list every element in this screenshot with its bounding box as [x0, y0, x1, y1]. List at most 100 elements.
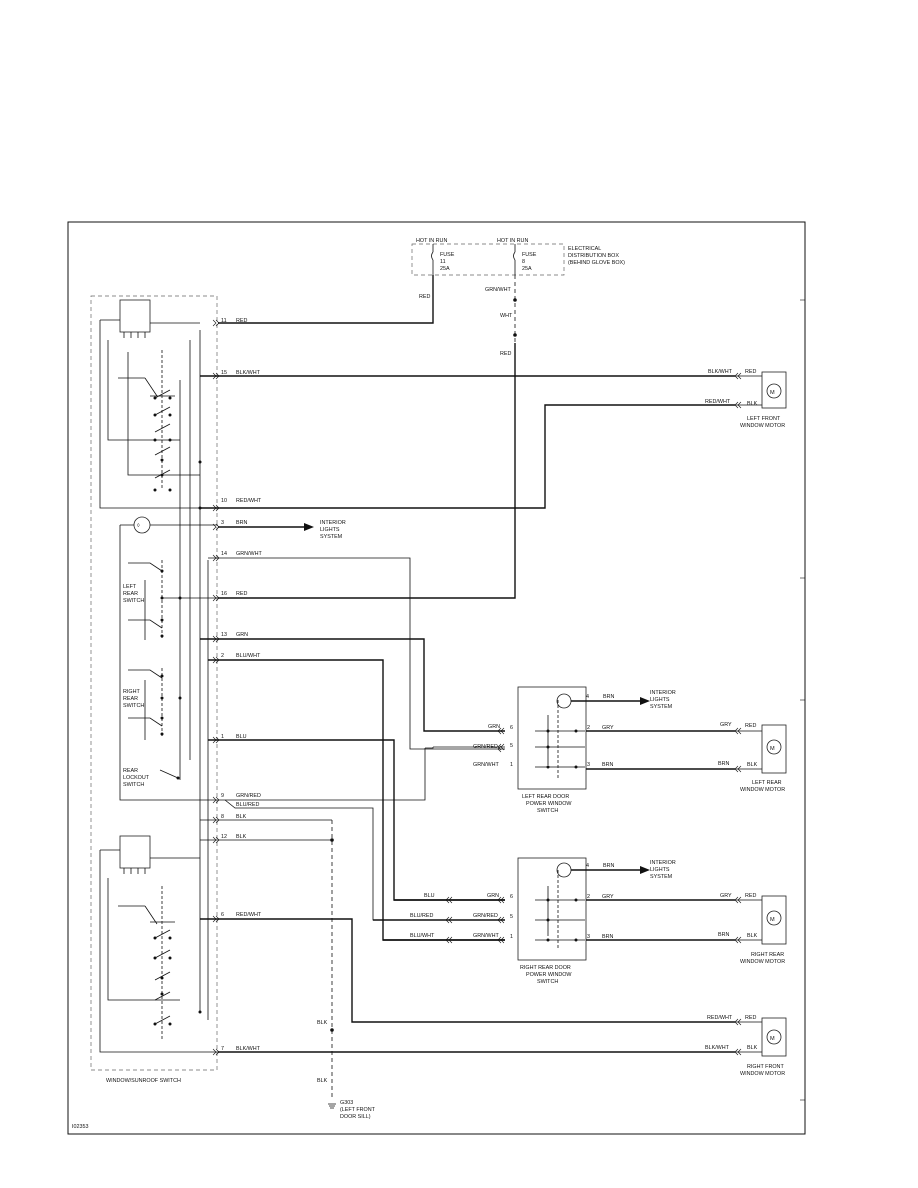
svg-text:RED/WHT: RED/WHT: [707, 1015, 733, 1021]
svg-text:FUSE: FUSE: [440, 252, 455, 258]
svg-text:RED: RED: [419, 294, 430, 300]
svg-text:GRY: GRY: [720, 722, 732, 728]
svg-text:4: 4: [586, 694, 589, 700]
svg-text:3: 3: [221, 520, 224, 526]
svg-text:M: M: [770, 1036, 775, 1042]
svg-text:GRY: GRY: [720, 893, 732, 899]
svg-text:GRN: GRN: [487, 893, 499, 899]
wire-pin13: GRN: [200, 638, 505, 732]
svg-text:SWITCH: SWITCH: [537, 808, 558, 814]
svg-text:GRN: GRN: [488, 724, 500, 730]
svg-text:12: 12: [221, 834, 227, 840]
svg-text:RED: RED: [745, 893, 756, 899]
wire-pin15: BLK/WHT: [200, 369, 735, 377]
svg-text:RIGHT REAR DOOR: RIGHT REAR DOOR: [520, 965, 571, 971]
wire-pin10: RED/WHT: [200, 399, 735, 509]
svg-text:6: 6: [221, 912, 224, 918]
svg-text:5: 5: [510, 743, 513, 749]
svg-text:POWER WINDOW: POWER WINDOW: [526, 801, 572, 807]
svg-text:4: 4: [586, 863, 589, 869]
svg-text:BLK/WHT: BLK/WHT: [236, 1046, 261, 1052]
svg-text:BLK: BLK: [236, 814, 247, 820]
svg-text:LIGHTS: LIGHTS: [650, 697, 670, 703]
wire-pin6: RED/WHT: [200, 918, 735, 1023]
svg-text:BLU/WHT: BLU/WHT: [410, 933, 435, 939]
svg-text:BRN: BRN: [602, 934, 613, 940]
svg-text:WINDOW/SUNROOF SWITCH: WINDOW/SUNROOF SWITCH: [106, 1078, 181, 1084]
svg-text:14: 14: [221, 551, 227, 557]
wire-fuse11-red: RED: [218, 275, 434, 324]
left-rear-window-motor: RED BLK M LEFT REAR WINDOW MOTOR: [735, 723, 787, 793]
svg-text:WINDOW MOTOR: WINDOW MOTOR: [740, 959, 785, 965]
svg-text:(BEHIND GLOVE BOX): (BEHIND GLOVE BOX): [568, 260, 625, 266]
svg-text:LEFT FRONT: LEFT FRONT: [747, 416, 781, 422]
wire-pin7: BLK/WHT: [218, 1045, 735, 1053]
connector-chevrons: [212, 319, 742, 1056]
left-front-window-motor: RED BLK M LEFT FRONT WINDOW MOTOR: [735, 369, 787, 429]
svg-text:WINDOW MOTOR: WINDOW MOTOR: [740, 787, 785, 793]
svg-text:GRY: GRY: [602, 894, 614, 900]
svg-text:SYSTEM: SYSTEM: [650, 874, 673, 880]
svg-text:25A: 25A: [522, 266, 532, 272]
svg-text:RED: RED: [745, 1015, 756, 1021]
svg-text:LIGHTS: LIGHTS: [320, 527, 340, 533]
svg-text:BLU/WHT: BLU/WHT: [236, 653, 261, 659]
svg-text:REAR: REAR: [123, 591, 138, 597]
left-rear-door-switch: 4 BRN INTERIOR LIGHTS SYSTEM 6 5 1 2 3 G…: [510, 686, 735, 814]
svg-text:◊: ◊: [137, 523, 140, 529]
svg-text:BLK: BLK: [317, 1020, 328, 1026]
svg-text:BLK: BLK: [236, 834, 247, 840]
wire-pin14: [208, 557, 505, 750]
svg-text:BRN: BRN: [718, 761, 729, 767]
svg-text:RIGHT FRONT: RIGHT FRONT: [747, 1064, 784, 1070]
svg-text:1: 1: [510, 762, 513, 768]
svg-text:WINDOW MOTOR: WINDOW MOTOR: [740, 423, 785, 429]
diagram-id: I02353: [72, 1124, 89, 1130]
svg-text:SWITCH: SWITCH: [123, 782, 144, 788]
svg-text:SWITCH: SWITCH: [123, 703, 144, 709]
svg-text:2: 2: [587, 725, 590, 731]
svg-text:SWITCH: SWITCH: [537, 979, 558, 985]
svg-text:REAR: REAR: [123, 696, 138, 702]
electrical-distribution-box: HOT IN RUN HOT IN RUN ELECTRICAL DISTRIB…: [411, 238, 625, 276]
svg-text:RED/WHT: RED/WHT: [236, 912, 262, 918]
svg-text:BLK: BLK: [317, 1078, 328, 1084]
svg-text:RED/WHT: RED/WHT: [705, 399, 731, 405]
svg-text:WHT: WHT: [500, 313, 513, 319]
svg-text:FUSE: FUSE: [522, 252, 537, 258]
svg-text:7: 7: [221, 1046, 224, 1052]
svg-text:BRN: BRN: [603, 694, 614, 700]
svg-text:1: 1: [221, 734, 224, 740]
svg-text:LOCKOUT: LOCKOUT: [123, 775, 150, 781]
svg-text:BLK: BLK: [747, 762, 758, 768]
svg-text:SWITCH: SWITCH: [123, 598, 144, 604]
svg-text:RED: RED: [236, 318, 247, 324]
svg-text:11: 11: [221, 318, 227, 324]
svg-text:HOT IN RUN: HOT IN RUN: [416, 238, 447, 244]
svg-text:1: 1: [510, 934, 513, 940]
window-sunroof-switch: WINDOW/SUNROOF SWITCH ◊ LEFT REAR SWITCH: [90, 295, 218, 1084]
svg-text:25A: 25A: [440, 266, 450, 272]
right-rear-door-switch: 4 BRN INTERIOR LIGHTS SYSTEM 6 5 1 2 3 G…: [510, 857, 735, 985]
fuse-8: FUSE 8 25A: [513, 244, 537, 275]
svg-text:(LEFT FRONT: (LEFT FRONT: [340, 1107, 376, 1113]
svg-text:RED/WHT: RED/WHT: [236, 498, 262, 504]
svg-text:LEFT: LEFT: [123, 584, 137, 590]
svg-text:6: 6: [510, 725, 513, 731]
svg-text:M: M: [770, 390, 775, 396]
right-rear-window-motor: RED BLK M RIGHT REAR WINDOW MOTOR: [735, 893, 787, 965]
svg-text:BRN: BRN: [718, 932, 729, 938]
svg-text:8: 8: [221, 814, 224, 820]
svg-text:15: 15: [221, 370, 227, 376]
svg-text:BLK: BLK: [747, 401, 758, 407]
svg-text:RIGHT: RIGHT: [123, 689, 140, 695]
wire-fuse8: GRN/WHT WHT RED: [218, 275, 517, 599]
svg-text:BLK/WHT: BLK/WHT: [708, 369, 733, 375]
svg-text:BLK/WHT: BLK/WHT: [705, 1045, 730, 1051]
svg-text:GRN: GRN: [236, 632, 248, 638]
right-front-window-motor: RED BLK M RIGHT FRONT WINDOW MOTOR: [735, 1015, 787, 1077]
svg-text:INTERIOR: INTERIOR: [650, 860, 676, 866]
wire-blu-red: [224, 799, 505, 921]
